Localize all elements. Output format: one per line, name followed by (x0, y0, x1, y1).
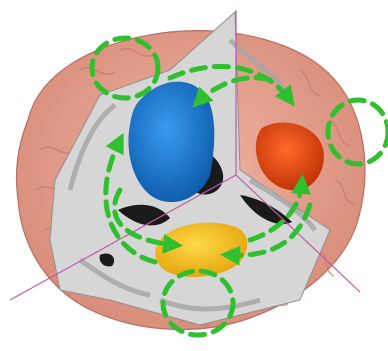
brain-illustration (0, 0, 388, 351)
brain-figure (0, 0, 388, 351)
